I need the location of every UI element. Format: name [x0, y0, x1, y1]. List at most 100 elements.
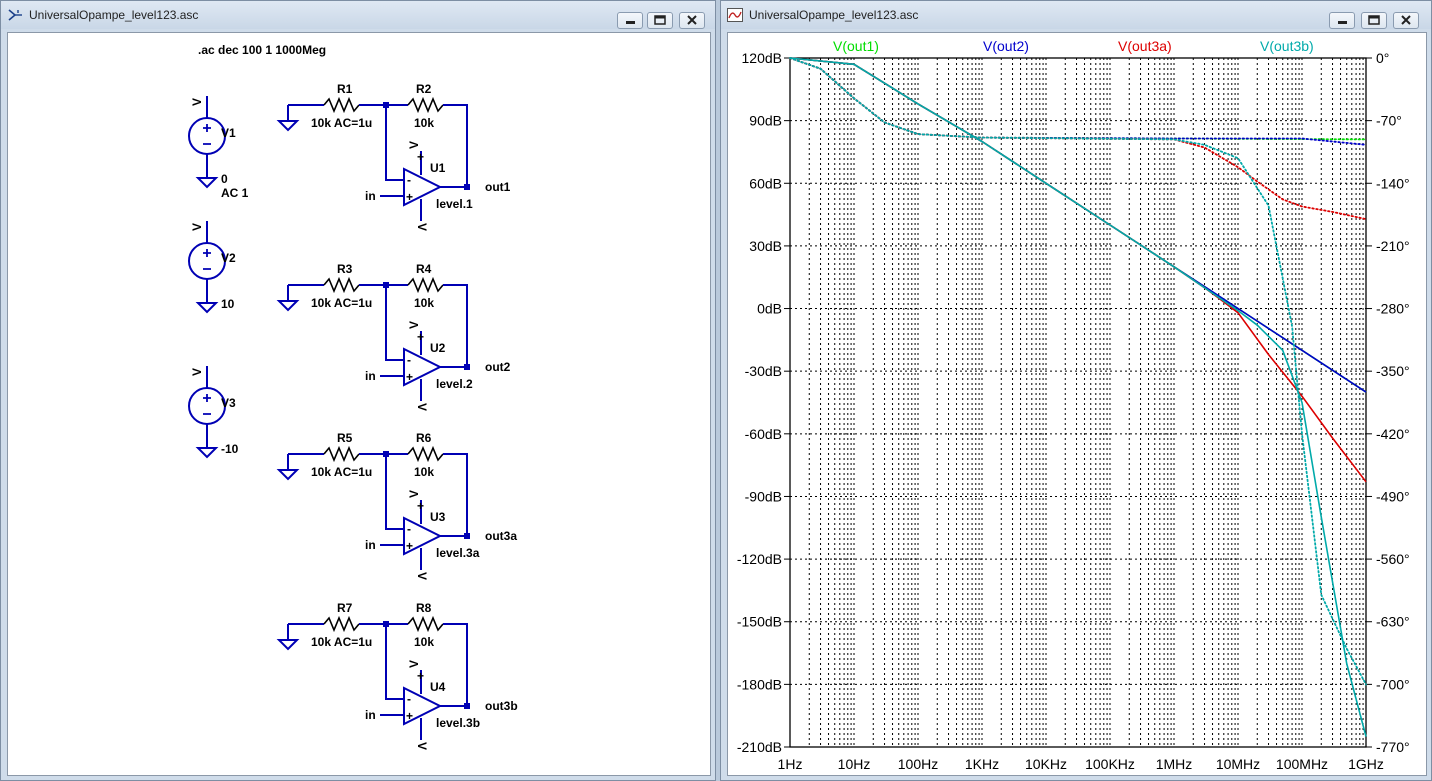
y-left-tick-label: -30dB: [745, 363, 782, 379]
output-node: [464, 533, 470, 539]
magnitude-trace-1[interactable]: [789, 57, 1367, 393]
maximize-button[interactable]: [647, 12, 673, 29]
plus-input-marker: +: [406, 370, 413, 384]
magnitude-trace-2[interactable]: [789, 57, 1367, 393]
y-left-tick-label: 0dB: [757, 301, 782, 317]
x-tick-label: 1KHz: [965, 756, 999, 772]
source-name: V3: [221, 396, 236, 410]
x-tick-label: 1MHz: [1156, 756, 1193, 772]
plot-minimize-button[interactable]: [1329, 12, 1355, 29]
phase-trace-1[interactable]: [789, 57, 1367, 141]
voltage-source-v3[interactable]: VV3-10: [188, 366, 239, 459]
input-net-label: in: [365, 708, 376, 722]
plot-traces: [789, 57, 1367, 737]
y-right-tick-label: 0°: [1376, 50, 1389, 66]
magnitude-trace-3[interactable]: [789, 57, 1367, 483]
plot-maximize-button[interactable]: [1361, 12, 1387, 29]
magnitude-trace-4[interactable]: [789, 57, 1367, 737]
opamp-u3[interactable]: [403, 516, 443, 556]
schematic-window: UniversalOpampe_level123.asc .ac dec 100…: [0, 0, 716, 781]
minus-input-marker: -: [407, 173, 411, 187]
y-right-tick-label: -420°: [1376, 426, 1410, 442]
x-tick-label: 100Hz: [898, 756, 938, 772]
legend-entry-4[interactable]: V(out3b): [1260, 38, 1314, 54]
y-right-tick-label: -560°: [1376, 551, 1410, 567]
opamp-name: U4: [430, 680, 446, 694]
resistor-fb-name: R8: [416, 601, 432, 615]
resistor-r2[interactable]: [407, 96, 444, 114]
y-right-tick-label: -140°: [1376, 175, 1410, 191]
resistor-r6[interactable]: [407, 445, 444, 463]
legend-entry-1[interactable]: V(out1): [833, 38, 879, 54]
minimize-icon: [626, 21, 635, 24]
schematic-window-icon: [8, 9, 22, 21]
y-right-tick-label: -280°: [1376, 301, 1410, 317]
resistor-fb-value: 10k: [414, 635, 434, 649]
resistor-fb-name: R6: [416, 431, 432, 445]
phase-trace-2[interactable]: [789, 57, 1367, 146]
ac-directive[interactable]: .ac dec 100 1 1000Meg: [198, 43, 326, 57]
plot-axis-labels: 120dB90dB60dB30dB0dB-30dB-60dB-90dB-120d…: [737, 50, 1410, 772]
opamp-u2[interactable]: [403, 347, 443, 387]
resistor-r7[interactable]: [323, 615, 360, 633]
ground-symbol: [195, 177, 219, 189]
phase-trace-4[interactable]: [789, 57, 1367, 686]
close-icon: [687, 15, 697, 25]
resistor-fb-name: R4: [416, 262, 432, 276]
resistor-r4[interactable]: [407, 276, 444, 294]
resistor-in-name: R5: [337, 431, 353, 445]
minimize-button[interactable]: [617, 12, 643, 29]
resistor-r5[interactable]: [323, 445, 360, 463]
y-right-tick-label: -70°: [1376, 113, 1402, 129]
opamp-model: level.3a: [436, 546, 480, 560]
legend-entry-2[interactable]: V(out2): [983, 38, 1029, 54]
y-right-tick-label: -490°: [1376, 488, 1410, 504]
schematic-titlebar[interactable]: UniversalOpampe_level123.asc: [1, 1, 715, 29]
plus-input-marker: +: [406, 539, 413, 553]
ground-symbol: [276, 300, 300, 312]
supply-plus-marker: +: [417, 330, 424, 344]
input-net-label: in: [365, 369, 376, 383]
resistor-r8[interactable]: [407, 615, 444, 633]
y-right-tick-label: -210°: [1376, 238, 1410, 254]
resistor-in-name: R3: [337, 262, 353, 276]
x-tick-label: 1GHz: [1348, 756, 1384, 772]
resistor-in-value: 10k AC=1u: [311, 465, 372, 479]
x-tick-label: 1Hz: [778, 756, 803, 772]
supply-plus-marker: +: [417, 499, 424, 513]
opamp-u1[interactable]: [403, 167, 443, 207]
bode-plot[interactable]: 120dB90dB60dB30dB0dB-30dB-60dB-90dB-120d…: [728, 33, 1427, 776]
plot-titlebar[interactable]: UniversalOpampe_level123.asc: [721, 1, 1431, 29]
y-right-tick-label: -770°: [1376, 739, 1410, 755]
output-node: [464, 364, 470, 370]
plot-grid: [784, 57, 1372, 748]
resistor-fb-name: R2: [416, 82, 432, 96]
x-tick-label: 100KHz: [1085, 756, 1135, 772]
supply-label-positive: V: [407, 490, 421, 498]
supply-label-positive: V: [407, 321, 421, 329]
source-name: V2: [221, 251, 236, 265]
resistor-r3[interactable]: [323, 276, 360, 294]
source-net-label: V: [190, 98, 204, 106]
plot-close-button[interactable]: [1393, 12, 1419, 29]
opamp-u4[interactable]: [403, 686, 443, 726]
close-button[interactable]: [679, 12, 705, 29]
resistor-r1[interactable]: [323, 96, 360, 114]
x-tick-label: 10MHz: [1216, 756, 1260, 772]
legend-entry-3[interactable]: V(out3a): [1118, 38, 1172, 54]
minus-input-marker: -: [407, 522, 411, 536]
y-left-tick-label: 30dB: [749, 238, 782, 254]
y-left-tick-label: -150dB: [737, 614, 782, 630]
